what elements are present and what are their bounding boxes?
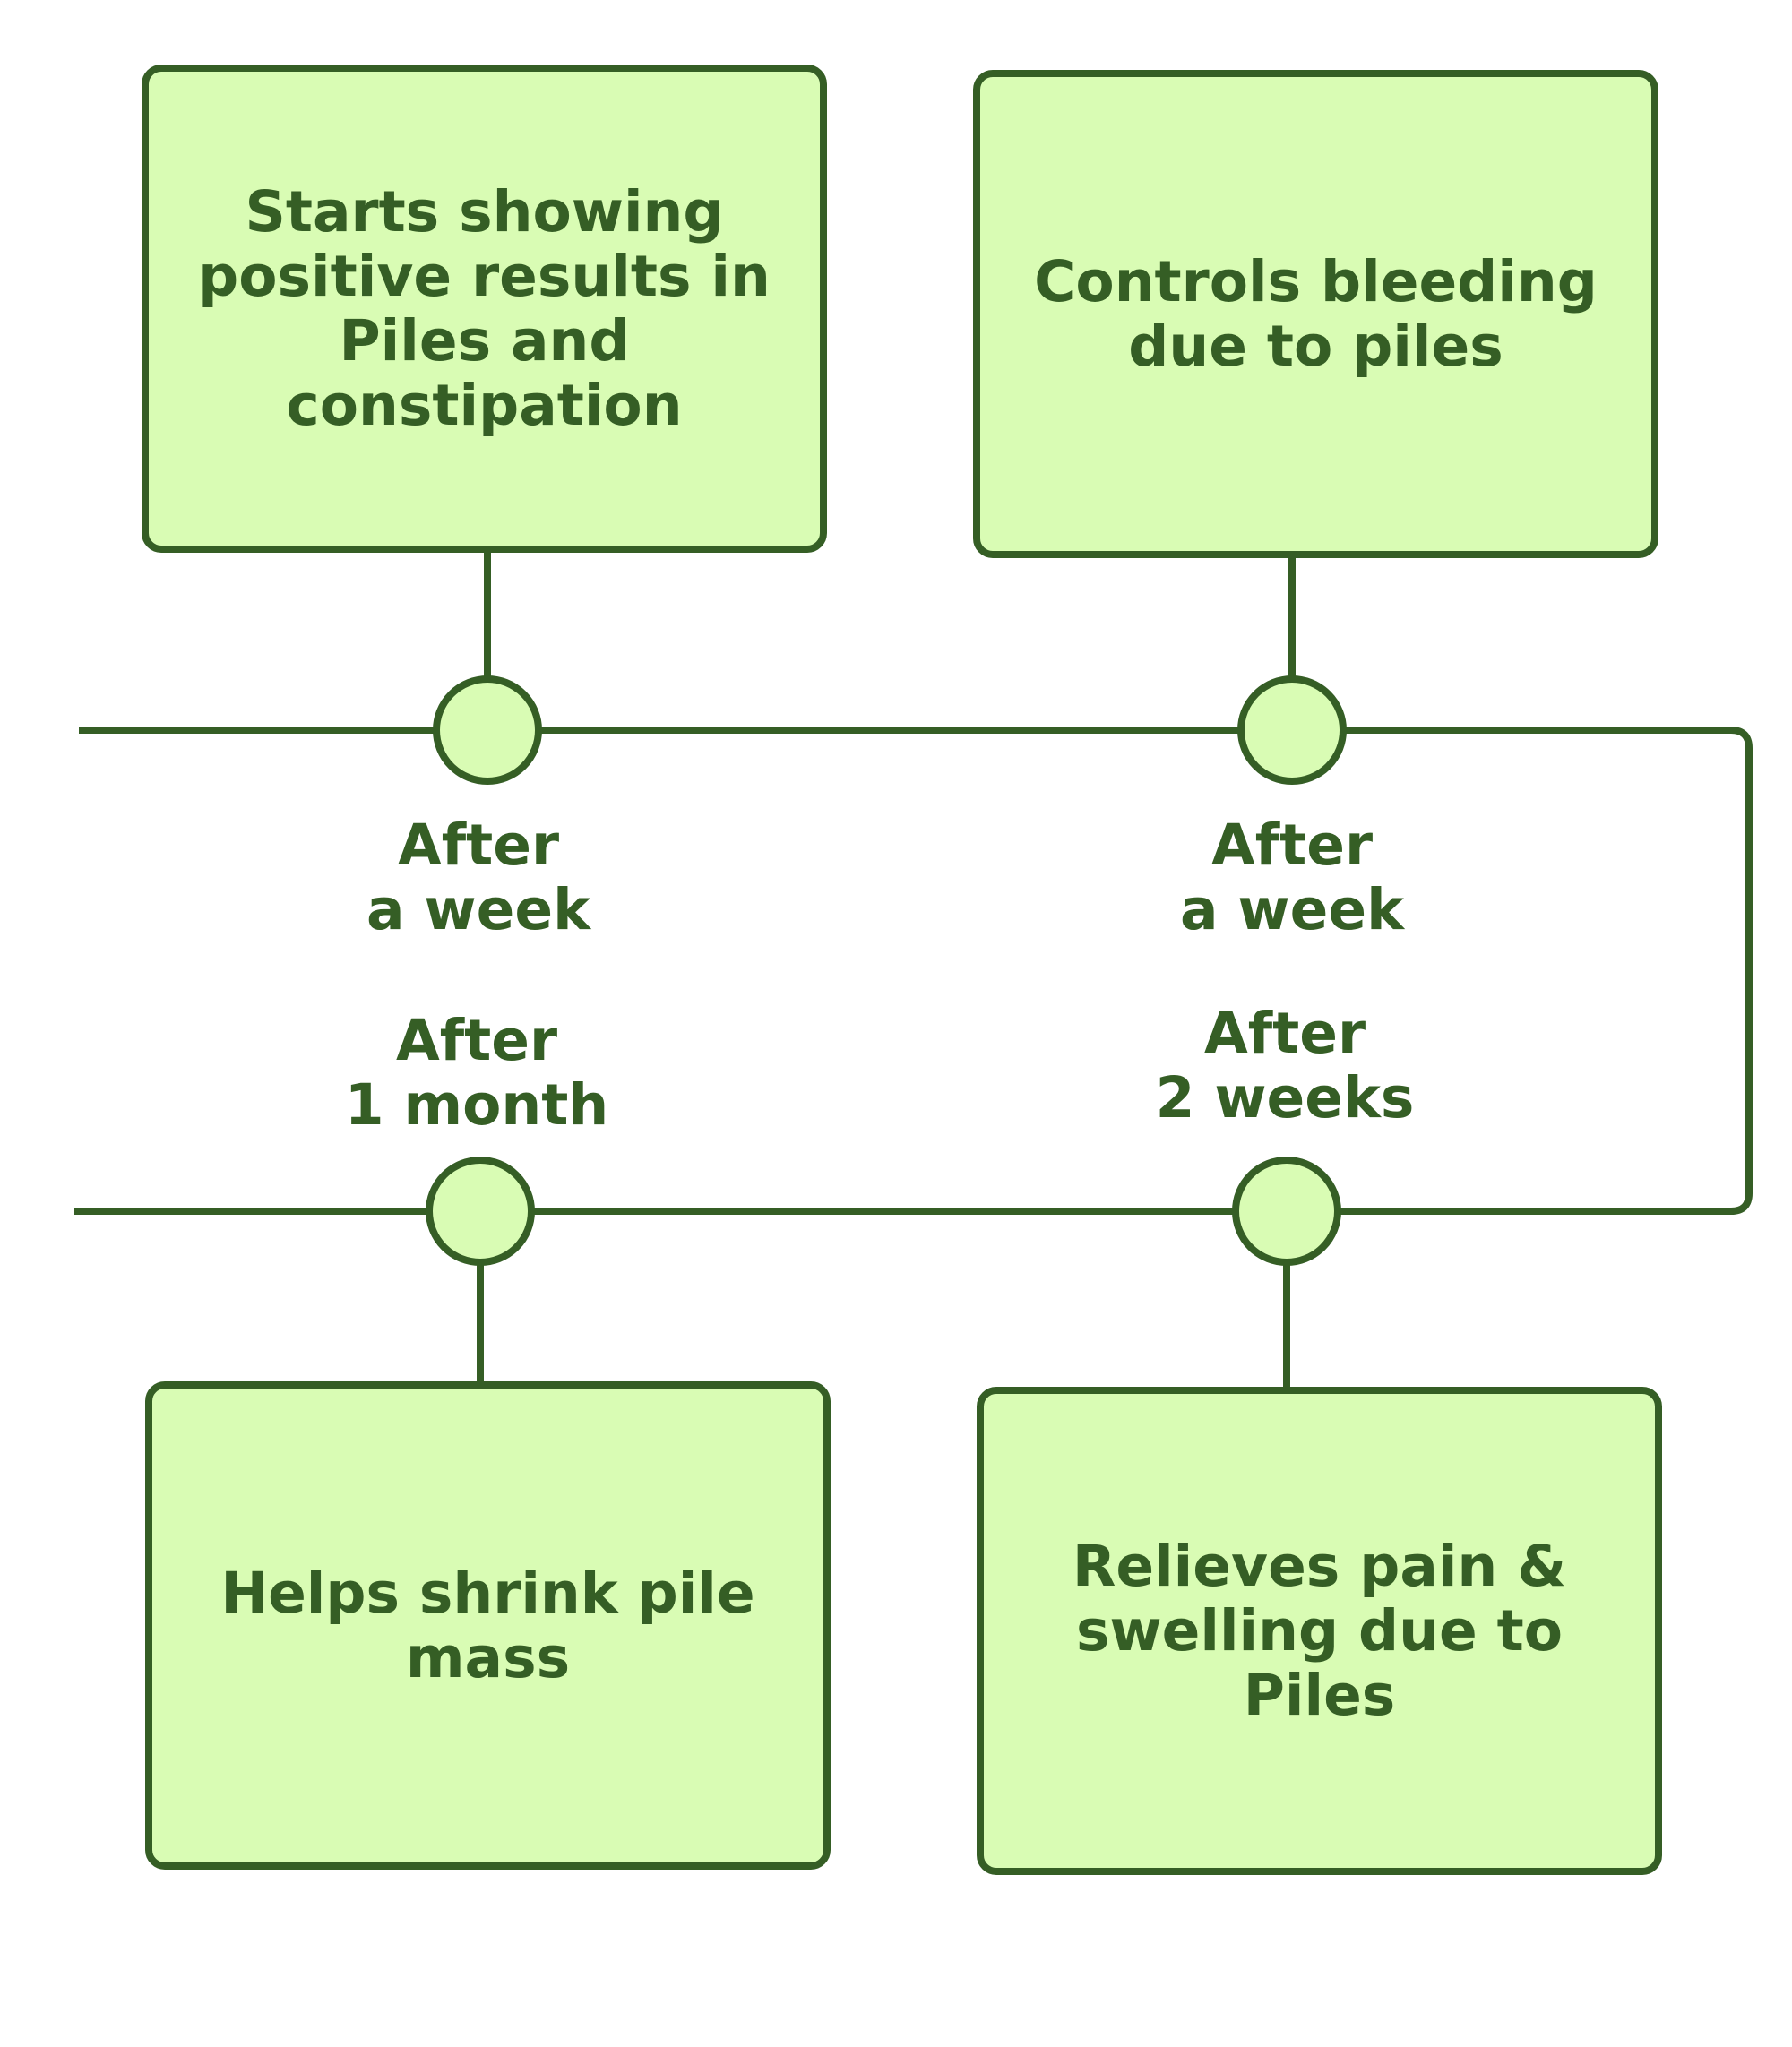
milestone-box-2: Controls bleeding due to piles [973,70,1658,558]
timeline-node-2 [1237,675,1347,785]
milestone-text-1: Starts showing positive results in Piles… [198,178,771,438]
time-label-1: After a week [366,813,590,942]
timeline-node-1 [433,675,542,785]
milestone-text-3: Relieves pain & swelling due to Piles [1072,1533,1567,1728]
timeline-node-3 [1232,1157,1341,1266]
milestone-box-3: Relieves pain & swelling due to Piles [977,1387,1662,1875]
milestone-box-4: Helps shrink pile mass [145,1381,831,1870]
time-label-4: After 1 month [344,1008,609,1138]
timeline-node-4 [426,1157,535,1266]
milestone-text-4: Helps shrink pile mass [220,1560,755,1690]
milestone-text-2: Controls bleeding due to piles [1034,248,1598,379]
milestone-box-1: Starts showing positive results in Piles… [142,65,827,553]
time-label-3: After 2 weeks [1155,1001,1415,1131]
time-label-2: After a week [1179,813,1404,942]
timeline-path [74,727,1753,1215]
